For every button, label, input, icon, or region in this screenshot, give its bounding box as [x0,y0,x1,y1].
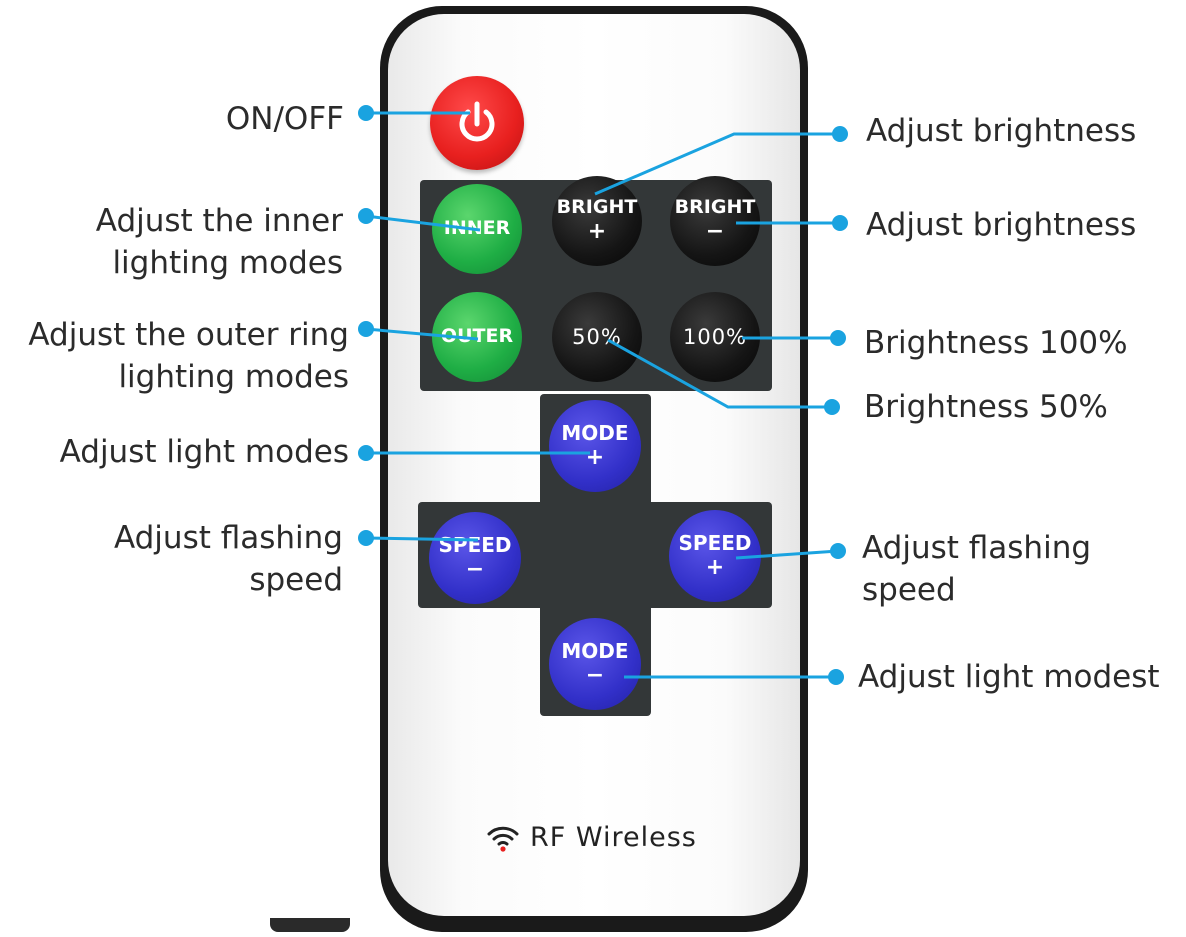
speed-minus-button[interactable]: SPEED − [429,512,521,604]
rf-wireless-label: RF Wireless [530,822,697,853]
callout-on-off-text: ON/OFF [225,101,344,137]
bright-plus-label: BRIGHT [556,196,638,219]
callout-flashing-left-line2: speed [249,562,343,598]
callout-on-off: ON/OFF [226,98,344,140]
mode-plus-sign: + [585,444,605,470]
connector-light-modes-dot [358,445,374,461]
callout-flashing-left-line1: Adjust flashing [113,520,343,556]
callout-light-modest: Adjust light modest [858,656,1160,698]
connector-brightness-50-dot [824,399,840,415]
callout-brightness-down-text: Adjust brightness [866,207,1137,243]
bright-minus-label: BRIGHT [674,196,756,219]
connector-brightness-up-dot [832,126,848,142]
connector-brightness-100-dot [830,330,846,346]
connector-flashing-right-dot [830,543,846,559]
connector-outer-dot [358,321,374,337]
callout-light-modest-text: Adjust light modest [858,659,1160,695]
brightness-50-label: 50% [572,324,622,349]
power-icon [459,101,495,142]
callout-inner-line2: lighting modes [112,245,343,281]
callout-brightness-100: Brightness 100% [864,322,1128,364]
power-button[interactable] [430,76,524,170]
mode-plus-label: MODE [561,420,629,445]
rf-wireless-footer: RF Wireless [486,822,697,853]
brightness-100-label: 100% [682,324,748,349]
connector-flashing-right [735,549,839,560]
callout-outer-modes: Adjust the outer ring lighting modes [28,314,349,398]
connector-light-modest-dot [828,669,844,685]
callout-inner-line1: Adjust the inner [95,203,343,239]
callout-flashing-right-line1: Adjust flashing [862,530,1092,566]
outer-button-label: OUTER [440,325,514,348]
connector-outer [365,327,479,341]
callout-light-modes: Adjust light modes [60,431,349,473]
callout-brightness-100-text: Brightness 100% [864,325,1128,361]
callout-light-modes-text: Adjust light modes [59,434,349,470]
connector-flashing-left-dot [358,530,374,546]
connector-inner [365,214,481,232]
callout-brightness-up: Adjust brightness [866,110,1136,152]
callout-outer-line1: Adjust the outer ring [28,317,349,353]
connector-brightness-down-dot [832,215,848,231]
mode-minus-sign: − [585,662,605,688]
connector-brightness-50 [607,338,832,409]
speed-plus-sign: + [705,554,725,580]
callout-flashing-right-line2: speed [862,572,956,608]
speed-plus-label: SPEED [678,530,752,555]
callout-outer-line2: lighting modes [118,359,349,395]
callout-brightness-50: Brightness 50% [864,386,1108,428]
mode-plus-button[interactable]: MODE + [549,400,641,492]
bright-minus-button[interactable]: BRIGHT − [670,176,760,266]
connector-inner-dot [358,208,374,224]
callout-brightness-50-text: Brightness 50% [864,389,1108,425]
callout-flashing-right: Adjust flashing speed [862,527,1091,611]
bright-minus-sign: − [705,219,725,245]
remote-bottom-tab [270,918,350,932]
callout-inner-modes: Adjust the inner lighting modes [96,200,343,284]
bright-plus-sign: + [587,219,607,245]
callout-brightness-down: Adjust brightness [866,204,1136,246]
bright-plus-button[interactable]: BRIGHT + [552,176,642,266]
speed-minus-sign: − [465,556,485,582]
inner-button-label: INNER [443,217,511,240]
callout-flashing-left: Adjust flashing speed [114,517,343,601]
connector-on-off-dot [358,105,374,121]
callout-brightness-up-text: Adjust brightness [866,113,1137,149]
mode-minus-label: MODE [561,638,629,663]
mode-minus-button[interactable]: MODE − [549,618,641,710]
connector-flashing-left [365,536,479,542]
wireless-signal-icon [487,826,519,852]
connector-brightness-up [594,132,840,196]
brightness-50-button[interactable]: 50% [552,292,642,382]
